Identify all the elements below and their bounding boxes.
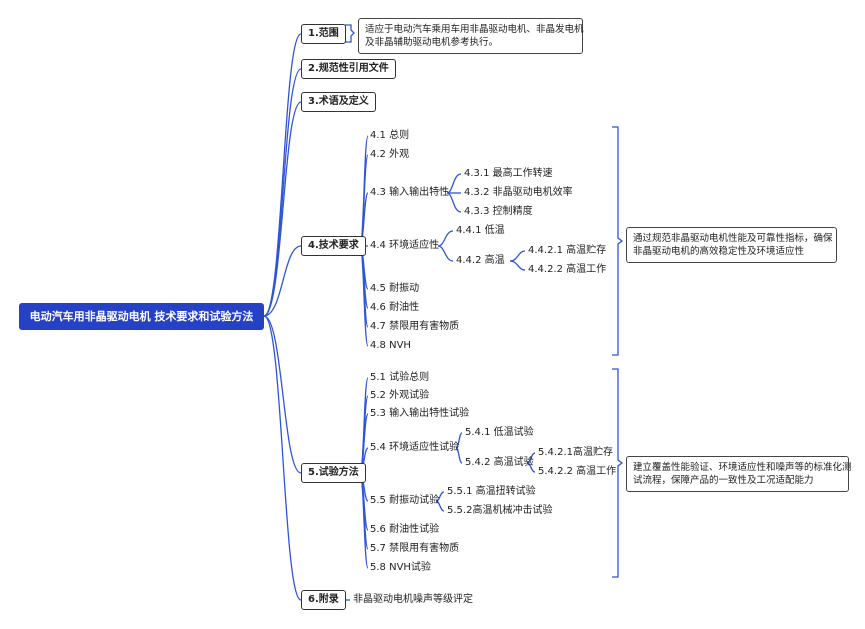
node-4-5[interactable]: 4.5 耐振动 (370, 283, 420, 294)
node-4-3-3[interactable]: 4.3.3 控制精度 (464, 206, 533, 217)
node-4-3-2[interactable]: 4.3.2 非晶驱动电机效率 (464, 187, 573, 198)
node-4-2[interactable]: 4.2 外观 (370, 149, 410, 160)
node-5-4-2[interactable]: 5.4.2 高温试验 (465, 457, 534, 468)
section-terms-definitions[interactable]: 3.术语及定义 (301, 92, 376, 112)
node-4-4-2-2[interactable]: 4.4.2.2 高温工作 (528, 264, 607, 275)
node-4-4-2-1[interactable]: 4.4.2.1 高温贮存 (528, 245, 607, 256)
node-5-2[interactable]: 5.2 外观试验 (370, 390, 430, 401)
node-5-4-2-2[interactable]: 5.4.2.2 高温工作 (538, 466, 617, 477)
node-5-3[interactable]: 5.3 输入输出特性试验 (370, 408, 470, 419)
section-test-methods[interactable]: 5.试验方法 (301, 463, 366, 483)
node-5-6[interactable]: 5.6 耐油性试验 (370, 524, 440, 535)
node-5-5-1[interactable]: 5.5.1 高温扭转试验 (447, 486, 536, 497)
node-5-4-1[interactable]: 5.4.1 低温试验 (465, 427, 534, 438)
node-4-4-2[interactable]: 4.4.2 高温 (456, 255, 505, 266)
node-4-1[interactable]: 4.1 总则 (370, 130, 410, 141)
tech-note-line-2: 非晶驱动电机的高效稳定性及环境适应性 (633, 246, 805, 257)
node-4-4[interactable]: 4.4 环境适应性 (370, 240, 440, 251)
node-appendix-noise-rating[interactable]: 非晶驱动电机噪声等级评定 (353, 594, 473, 605)
test-methods-note: 建立覆盖性能验证、环境适应性和噪声等的标准化测 试流程，保障产品的一致性及工况适… (626, 456, 852, 492)
node-4-8[interactable]: 4.8 NVH (370, 340, 411, 351)
scope-note: 适应于电动汽车乘用车用非晶驱动电机、非晶发电机 及非晶辅助驱动电机参考执行。 (358, 18, 584, 54)
node-5-5[interactable]: 5.5 耐振动试验 (370, 495, 440, 506)
node-5-7[interactable]: 5.7 禁限用有害物质 (370, 543, 460, 554)
node-5-4-2-1[interactable]: 5.4.2.1高温贮存 (538, 447, 613, 458)
node-5-4[interactable]: 5.4 环境适应性试验 (370, 442, 460, 453)
node-4-7[interactable]: 4.7 禁限用有害物质 (370, 321, 460, 332)
section-technical-requirements[interactable]: 4.技术要求 (301, 236, 366, 256)
section-appendix[interactable]: 6.附录 (301, 590, 346, 610)
tech-note-line-1: 通过规范非晶驱动电机性能及可靠性指标，确保 (633, 233, 833, 244)
section-scope[interactable]: 1.范围 (301, 24, 346, 44)
node-4-3-1[interactable]: 4.3.1 最高工作转速 (464, 168, 553, 179)
scope-note-line-1: 适应于电动汽车乘用车用非晶驱动电机、非晶发电机 (365, 24, 584, 35)
test-note-line-1: 建立覆盖性能验证、环境适应性和噪声等的标准化测 (633, 462, 852, 473)
node-5-1[interactable]: 5.1 试验总则 (370, 372, 430, 383)
tech-requirements-note: 通过规范非晶驱动电机性能及可靠性指标，确保 非晶驱动电机的高效稳定性及环境适应性 (626, 227, 837, 263)
node-5-8[interactable]: 5.8 NVH试验 (370, 562, 431, 573)
node-4-4-1[interactable]: 4.4.1 低温 (456, 225, 505, 236)
root-title[interactable]: 电动汽车用非晶驱动电机 技术要求和试验方法 (19, 303, 264, 330)
scope-note-line-2: 及非晶辅助驱动电机参考执行。 (365, 37, 499, 48)
node-4-6[interactable]: 4.6 耐油性 (370, 302, 420, 313)
node-4-3[interactable]: 4.3 输入输出特性 (370, 187, 450, 198)
node-5-5-2[interactable]: 5.5.2高温机械冲击试验 (447, 505, 553, 516)
section-normative-references[interactable]: 2.规范性引用文件 (301, 59, 396, 79)
test-note-line-2: 试流程，保障产品的一致性及工况适配能力 (633, 475, 814, 486)
